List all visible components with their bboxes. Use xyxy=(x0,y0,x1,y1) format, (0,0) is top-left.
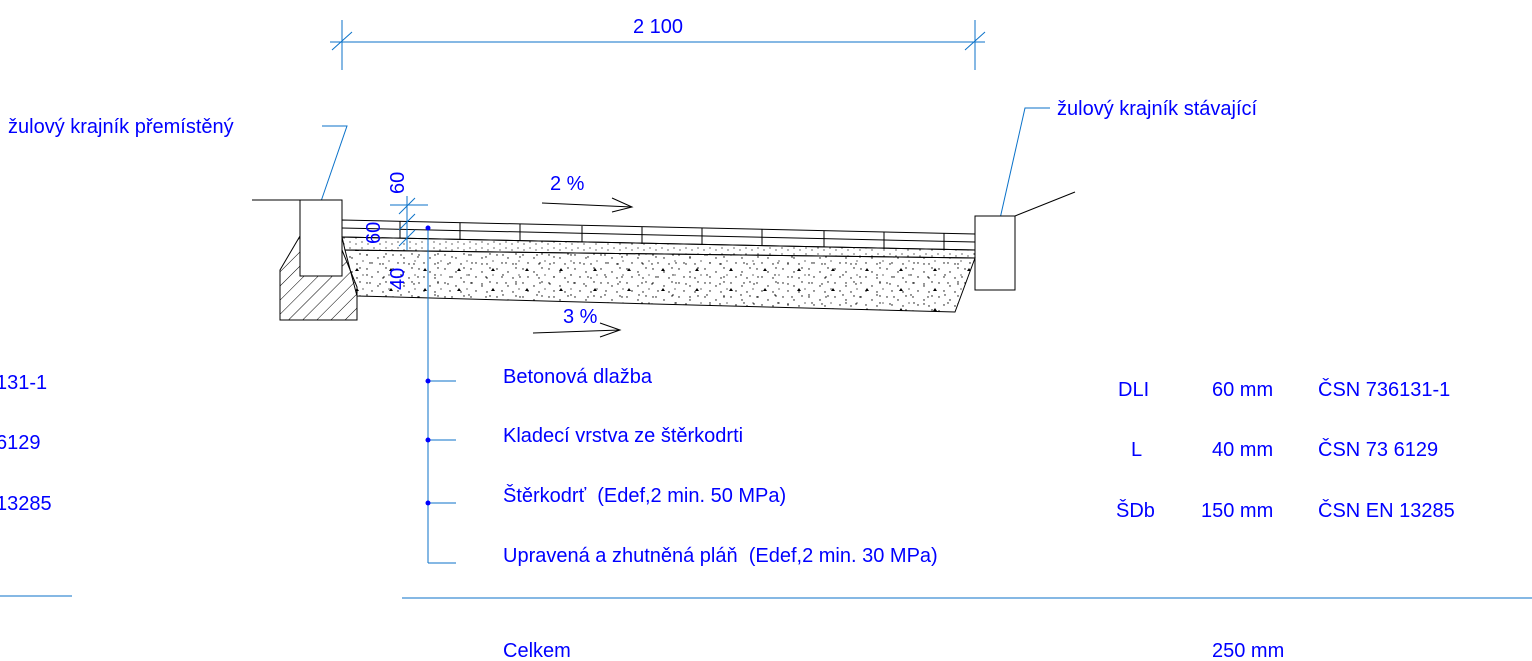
partial-standard: 131-1 xyxy=(0,372,47,394)
bottom-slope-arrow xyxy=(532,322,622,338)
spec-code: DLI xyxy=(1118,379,1149,401)
partial-standard: 6129 xyxy=(0,432,41,454)
spec-thickness: 150 mm xyxy=(1201,500,1273,522)
overall-dimension: 2 100 xyxy=(330,16,986,70)
layer-label-bedding: Kladecí vrstva ze štěrkodrti xyxy=(503,425,743,447)
spec-standard: ČSN 736131-1 xyxy=(1318,378,1450,401)
layer-label-paving: Betonová dlažba xyxy=(503,366,653,388)
left-curb xyxy=(299,199,343,277)
overall-width-label: 2 100 xyxy=(633,16,683,38)
layer-thickness-dimensions xyxy=(390,196,428,250)
total-value: 250 mm xyxy=(1212,640,1284,661)
gravel-base-texture xyxy=(345,250,975,312)
paving-thickness-side-label: 60 xyxy=(363,222,385,244)
layer-label-gravel: Štěrkodrť (Edef,2 min. 50 MPa) xyxy=(503,484,786,507)
right-ground-line xyxy=(1014,191,1076,217)
left-partial-table: 131-1 6129 13285 xyxy=(0,372,52,515)
spec-standard: ČSN 73 6129 xyxy=(1318,438,1438,461)
top-slope-arrow xyxy=(541,197,634,213)
spec-code: ŠDb xyxy=(1116,499,1155,522)
bottom-slope-label: 3 % xyxy=(563,306,598,328)
left-curb-leader xyxy=(317,125,348,211)
spec-thickness: 60 mm xyxy=(1212,379,1273,401)
layer-label-subgrade: Upravená a zhutněná pláň (Edef,2 min. 30… xyxy=(503,545,938,567)
spec-table: DLI 60 mm ČSN 736131-1 L 40 mm ČSN 73 61… xyxy=(1116,378,1455,522)
total-label: Celkem xyxy=(503,640,571,661)
partial-standard: 13285 xyxy=(0,493,52,515)
right-curb-label: žulový krajník stávající xyxy=(1057,98,1258,120)
spec-thickness: 40 mm xyxy=(1212,439,1273,461)
spec-standard: ČSN EN 13285 xyxy=(1318,499,1455,522)
bedding-thickness-label: 40 xyxy=(387,268,409,290)
left-curb-label: žulový krajník přemístěný xyxy=(8,116,234,138)
right-curb xyxy=(974,215,1016,291)
top-slope-label: 2 % xyxy=(550,173,585,195)
spec-code: L xyxy=(1131,439,1142,461)
paving-thickness-top-label: 60 xyxy=(387,172,409,194)
right-curb-leader xyxy=(996,107,1050,233)
layer-leader xyxy=(425,225,456,564)
